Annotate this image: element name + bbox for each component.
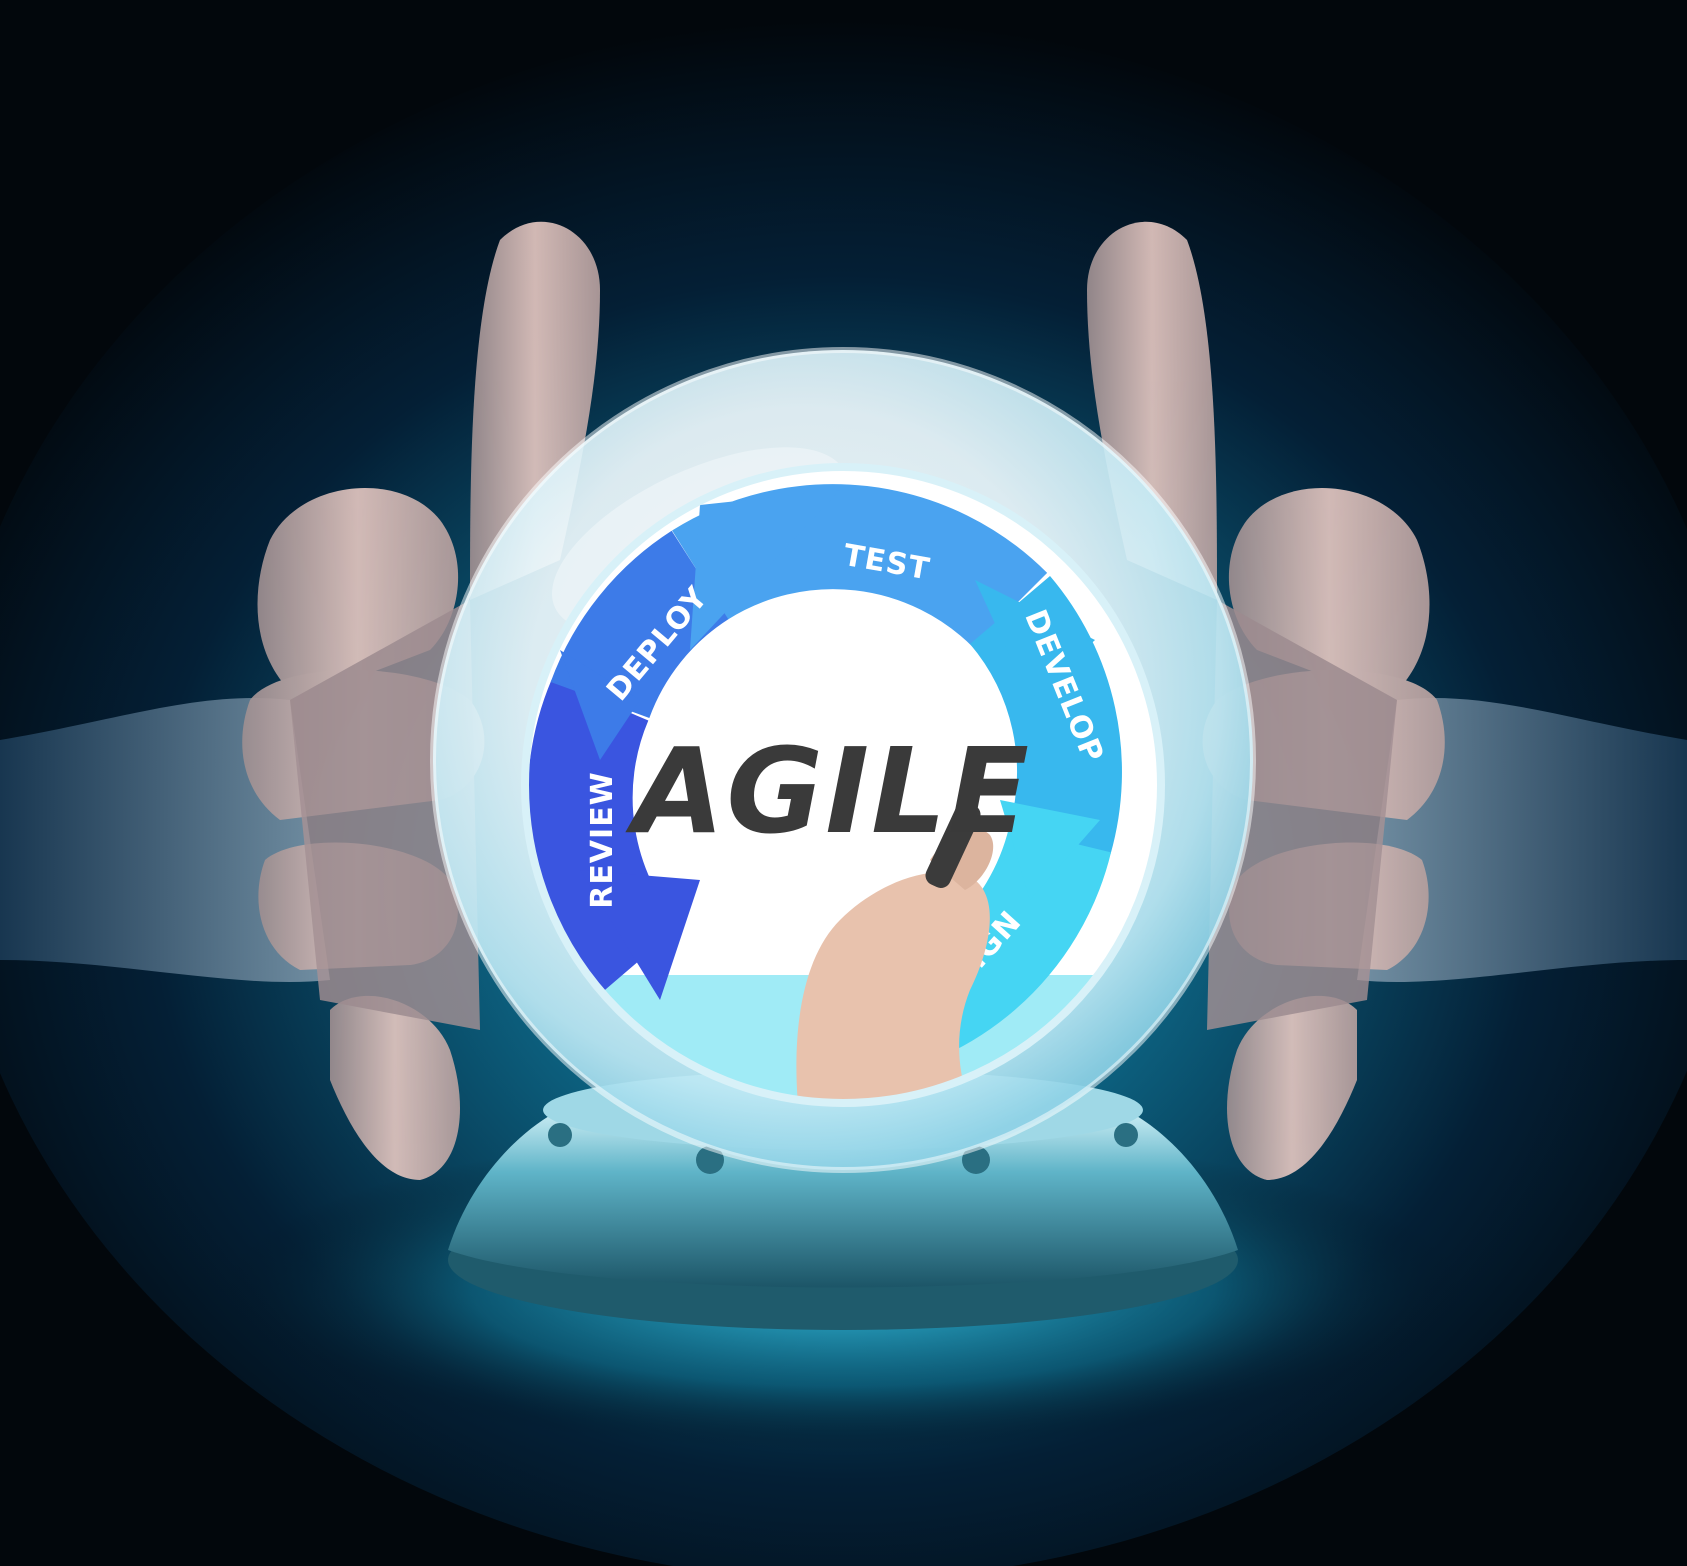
arrow-head-develop <box>975 580 1095 700</box>
inner-view-rim <box>521 463 1165 1107</box>
stage-label-review: REVIEW <box>585 771 620 909</box>
agile-title: AGILE <box>625 722 1031 860</box>
agile-cycle-diagram: TEST DEVELOP DESIGN REVIEW DEPLOY AGILE <box>528 484 1158 1100</box>
writing-hand <box>796 802 994 1100</box>
sphere-rim <box>430 347 1256 1173</box>
marker-pen <box>925 802 981 888</box>
right-hand <box>1087 221 1445 1180</box>
arrow-head-design <box>1000 800 1100 900</box>
arrow-head-review <box>580 870 700 1000</box>
arrow-head-deploy <box>560 650 640 760</box>
arrow-head-test <box>690 490 840 650</box>
